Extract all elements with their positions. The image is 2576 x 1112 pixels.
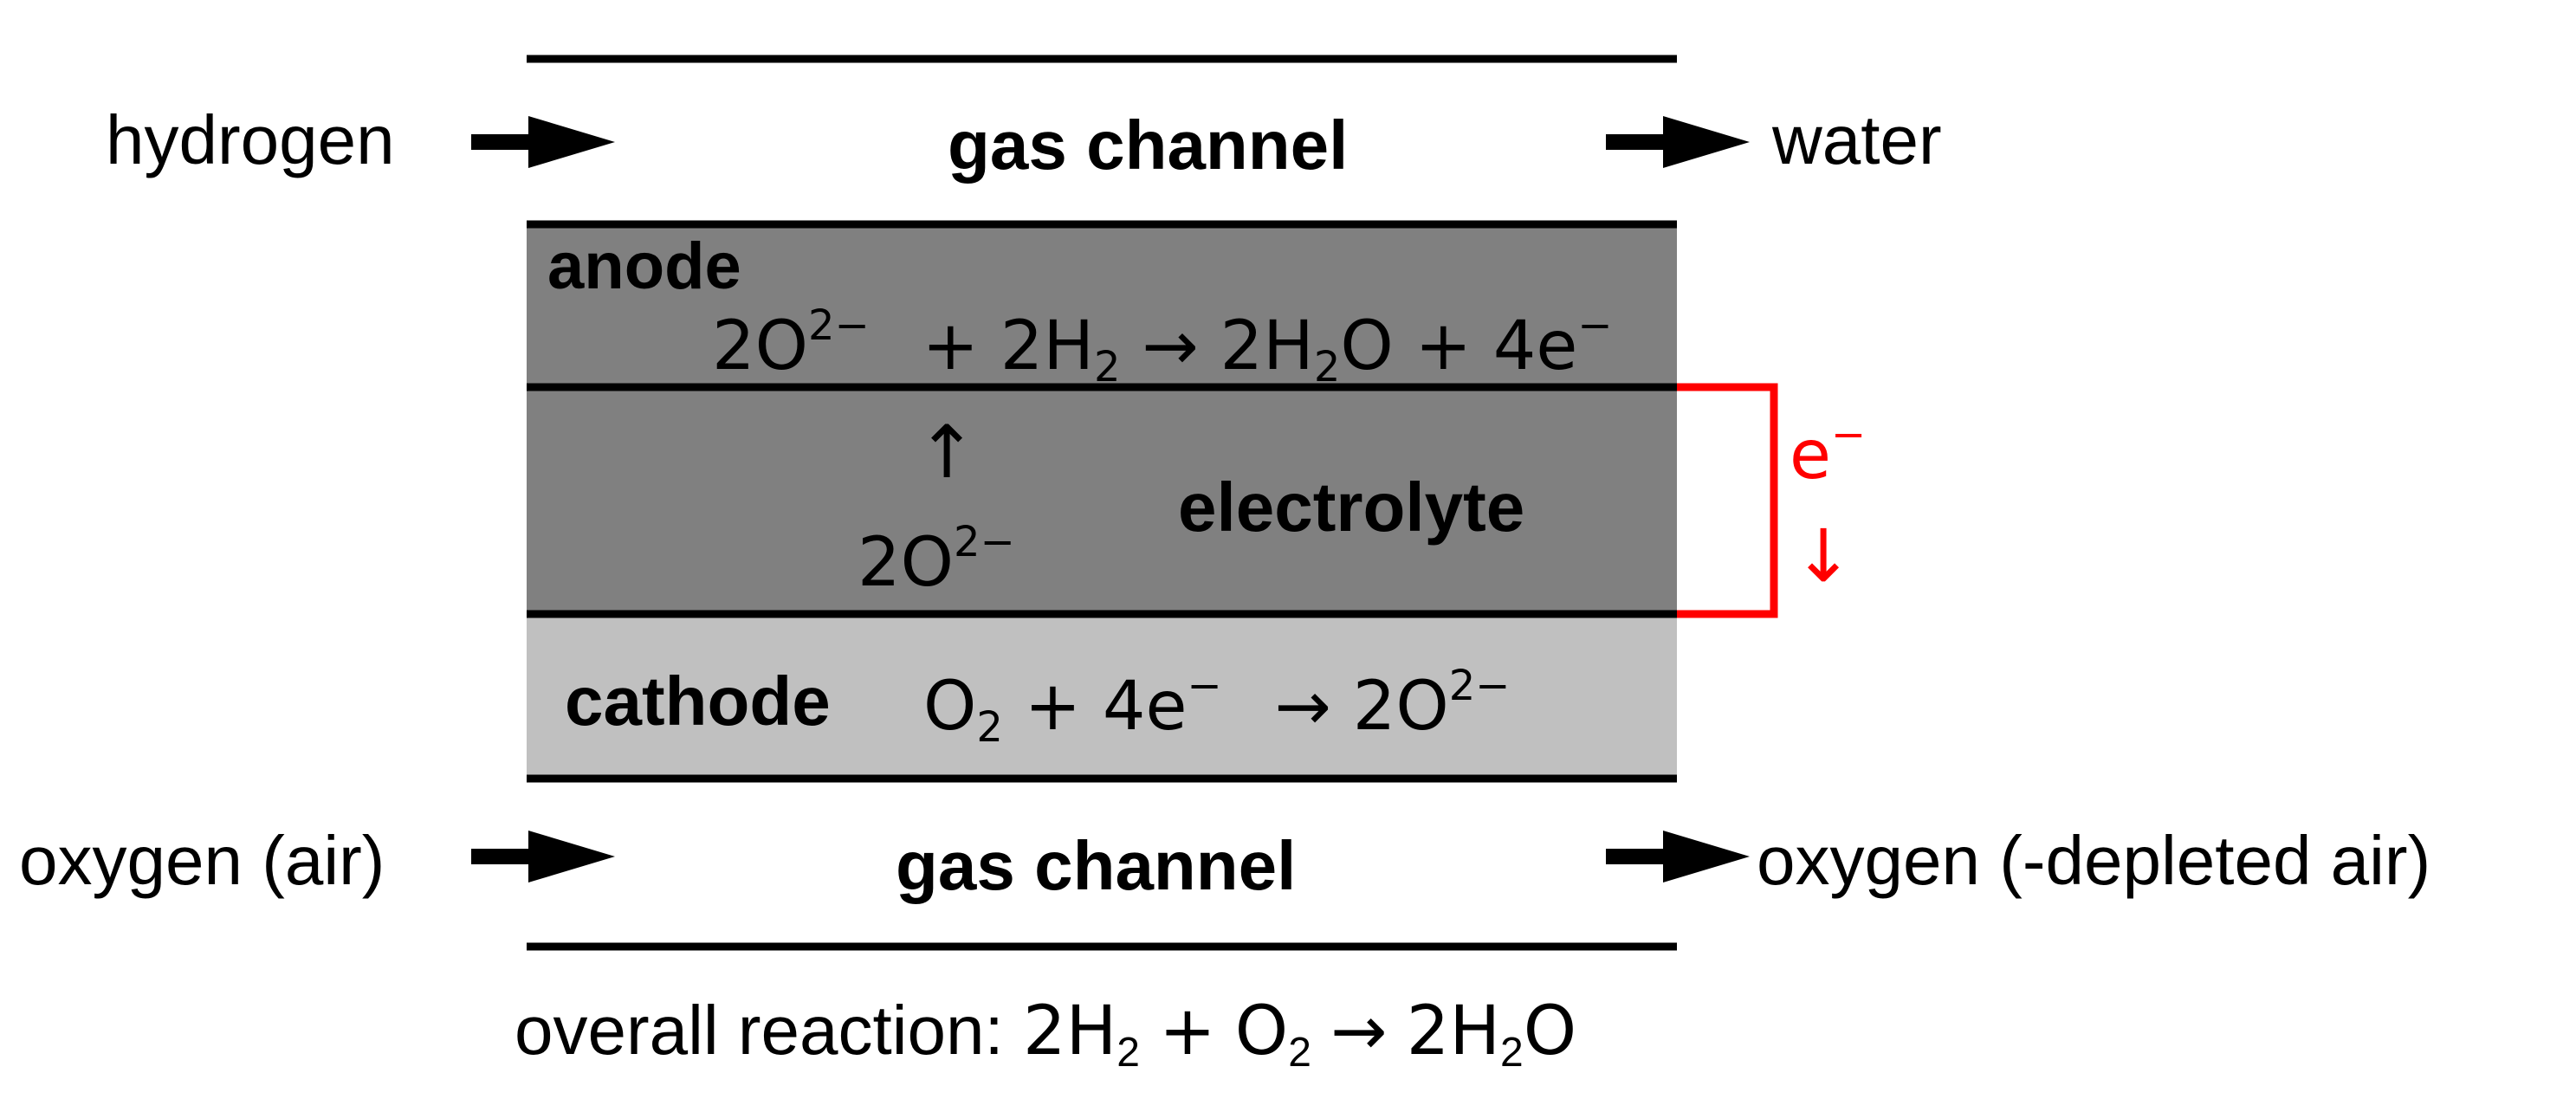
cathode-oxygen: O (923, 668, 977, 746)
oxygen-inlet-arrow (471, 831, 615, 882)
electron-symbol-charge: − (1831, 411, 1867, 459)
hydrogen-inlet-arrow (471, 116, 615, 168)
overall-reaction-prefix: overall reaction: (515, 992, 1004, 1069)
oxygen-inlet-label: oxygen (air) (19, 822, 385, 899)
overall-hydrogen: 2H (1022, 992, 1117, 1070)
anode-plus-2: + (1414, 307, 1472, 385)
overall-water-o: O (1523, 992, 1577, 1070)
anode-water-subscript: 2 (1313, 343, 1341, 391)
overall-hydrogen-subscript: 2 (1116, 1030, 1140, 1076)
overall-water-subscript: 2 (1500, 1030, 1524, 1076)
cathode-electron-charge: − (1187, 662, 1222, 710)
top-gas-channel-label: gas channel (948, 107, 1349, 184)
depleted-air-outlet-label: oxygen (-depleted air) (1757, 822, 2431, 899)
cathode-reaction: O2 + 4e− → 2O2− (923, 665, 1511, 748)
electrolyte-ion-charge: 2− (954, 518, 1015, 566)
anode-water-o: O (1340, 307, 1394, 385)
anode-reaction-arrow: → (1142, 307, 1199, 385)
electrolyte-oxide-ion: 2O2− (858, 521, 1015, 597)
anode-hydrogen: 2H (1000, 307, 1095, 385)
anode-plus-1: + (922, 307, 979, 385)
cathode-layer (527, 614, 1677, 779)
anode-hydrogen-subscript: 2 (1094, 343, 1121, 391)
anode-oxide-ion: 2O (712, 307, 809, 385)
electron-label: e− (1790, 414, 1866, 489)
electron-flow-arrow: ↓ (1793, 514, 1854, 598)
anode-label: anode (547, 230, 741, 303)
overall-oxygen: O (1234, 992, 1289, 1070)
bottom-gas-channel-label: gas channel (896, 827, 1297, 904)
overall-plus: + (1159, 992, 1216, 1070)
electrolyte-label: electrolyte (1178, 469, 1525, 546)
cathode-label: cathode (565, 663, 831, 740)
overall-reaction: overall reaction: 2H2 + O2 → 2H2O (515, 996, 1576, 1074)
ion-migration-arrow: ↑ (916, 410, 978, 495)
electrolyte-layer (527, 387, 1677, 614)
cathode-plus: + (1024, 668, 1082, 746)
cathode-product-charge: 2− (1448, 662, 1511, 710)
overall-arrow: → (1330, 992, 1388, 1070)
cathode-electrons: 4e (1102, 668, 1188, 746)
anode-electron-charge: − (1577, 301, 1613, 350)
cathode-oxygen-subscript: 2 (976, 703, 1003, 752)
anode-oxide-charge: 2− (808, 301, 870, 350)
anode-layer (527, 224, 1677, 387)
anode-water-h: 2H (1220, 307, 1314, 385)
overall-water-h: 2H (1406, 992, 1500, 1070)
electron-symbol: e (1790, 417, 1831, 495)
cathode-reaction-arrow: → (1274, 668, 1331, 746)
electrolyte-ion: 2O (858, 524, 955, 602)
anode-reaction: 2O2− + 2H2 → 2H2O + 4e− (712, 305, 1613, 388)
external-circuit-wire (1677, 383, 1778, 618)
hydrogen-inlet-label: hydrogen (106, 101, 395, 178)
anode-electrons: 4e (1492, 307, 1578, 385)
depleted-air-outlet-arrow (1606, 831, 1750, 882)
overall-oxygen-subscript: 2 (1288, 1030, 1311, 1076)
water-outlet-arrow (1606, 116, 1750, 168)
water-outlet-label: water (1772, 101, 1942, 178)
cathode-product: 2O (1352, 668, 1449, 746)
